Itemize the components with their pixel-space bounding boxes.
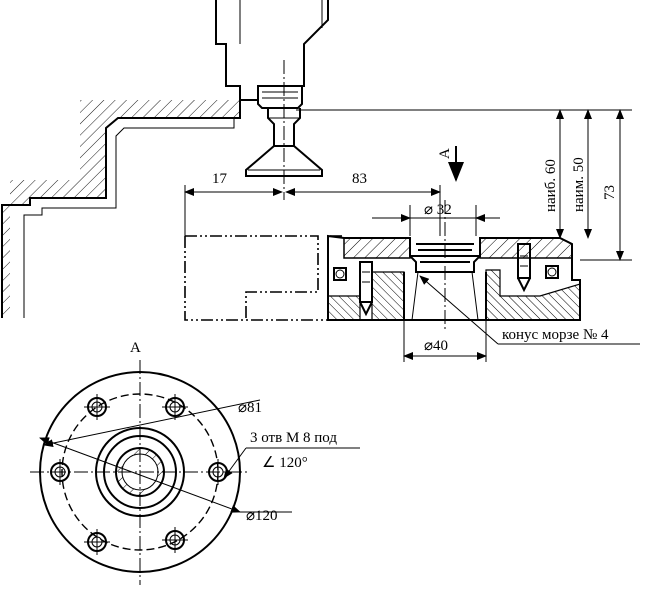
- bolt-hole: [84, 394, 110, 420]
- dim-73: 73: [602, 185, 618, 200]
- dim-d81-label: ⌀81: [238, 400, 262, 416]
- spindle-head: [215, 0, 329, 200]
- wall-hatching: [2, 100, 240, 318]
- dim-naib-60: наиб. 60: [543, 159, 559, 212]
- table-phantom: [184, 235, 345, 321]
- view-a-title: A: [130, 340, 141, 356]
- morse-cone-callout: конус морзе № 4: [419, 275, 640, 345]
- dim-d32: ⌀ 32: [372, 202, 500, 236]
- dim-horizontal-top: 17 83: [184, 171, 441, 236]
- section-marker-a: A: [437, 146, 464, 182]
- section-label-a: A: [437, 148, 453, 159]
- morse-cone-label: конус морзе № 4: [502, 327, 609, 343]
- dim-d120-label: ⌀120: [246, 508, 278, 524]
- dim-vertical: наиб. 60 наим. 50 73: [296, 109, 632, 261]
- view-a: A: [30, 340, 360, 585]
- dim-17: 17: [212, 171, 228, 187]
- holes-label: 3 отв М 8 под: [250, 430, 337, 446]
- bolt-hole: [162, 527, 188, 553]
- bolt-hole: [84, 529, 110, 555]
- fixture-section: [327, 200, 632, 330]
- dim-83: 83: [352, 171, 367, 187]
- angle-label: ∠ 120°: [262, 455, 308, 471]
- dim-d40-label: ⌀40: [424, 338, 448, 354]
- bolt-hole: [162, 394, 188, 420]
- dim-naim-50: наим. 50: [571, 157, 587, 212]
- dim-d40: ⌀40: [403, 320, 487, 362]
- dim-d32-label: ⌀ 32: [424, 202, 452, 218]
- machine-wall: [1, 100, 241, 318]
